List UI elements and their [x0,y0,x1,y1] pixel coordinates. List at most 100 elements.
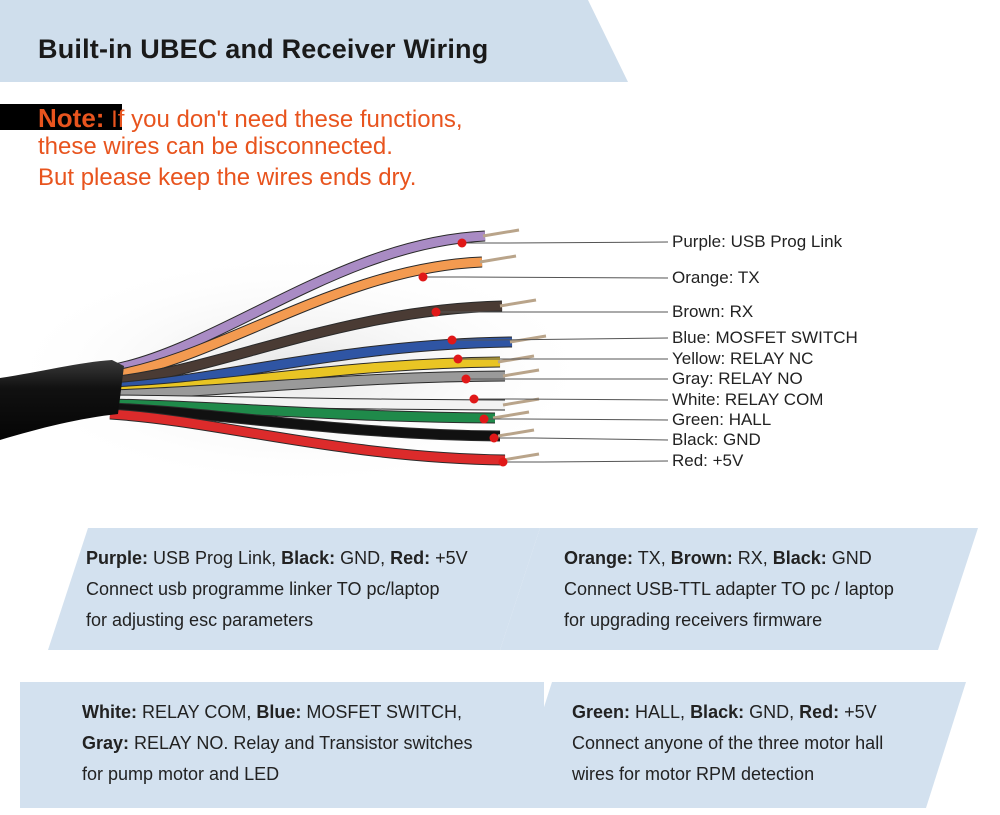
panel-background [20,682,544,808]
panel-text: MOSFET SWITCH, [301,702,463,722]
info-panel-usb-prog: Purple: USB Prog Link, Black: GND, Red: … [48,528,540,650]
leader-red [503,460,669,463]
marker-gray [461,374,471,384]
leader-green [484,418,669,421]
panel-keyword: Black: [772,548,827,568]
marker-black [489,433,499,443]
panel-line2: Connect usb programme linker TO pc/lapto… [86,579,440,599]
panel-line2: Connect anyone of the three motor hall [572,733,884,753]
note-line-1: If you don't need these functions, [104,106,463,133]
wire-label-gray: Gray: RELAY NO [672,369,803,388]
wire-white-tip [502,397,540,407]
note-bar [0,104,122,130]
wire-label-white: White: RELAY COM [672,390,824,409]
wire-label-purple: Purple: USB Prog Link [672,232,843,251]
panel-shape [512,682,966,808]
panel-text: GND, [335,548,391,568]
wire-label-orange: Orange: TX [672,268,760,287]
wire-blue-tip [509,334,547,344]
panel-keyword: Red: [799,702,840,722]
info-panel-hall: Green: HALL, Black: GND, Red: +5V Connect… [512,682,966,808]
wire-purple [109,231,486,375]
panel-keyword: Blue: [256,702,302,722]
panel-keyword: Black: [281,548,336,568]
panel-keyword: Green: [572,702,631,722]
cable-illustration [0,228,669,490]
marker-purple [457,238,467,248]
wire-label-brown: Brown: RX [672,302,754,321]
panel-line1: Green: HALL, Black: GND, Red: +5V [572,702,877,723]
panel-keyword: Red: [390,548,431,568]
panel-text: RELAY NO. Relay and Transistor switches [129,733,473,753]
wire-markers [418,238,508,467]
panel-keyword: Gray: [82,733,130,753]
panel-text: TX, [633,548,671,568]
wire-black-tip [497,428,535,438]
wire-label-yellow: Yellow: RELAY NC [672,349,814,368]
panel-text: USB Prog Link, [148,548,282,568]
panel-line2: Gray: RELAY NO. Relay and Transistor swi… [82,733,473,754]
panel-line1: White: RELAY COM, Blue: MOSFET SWITCH, [82,702,462,723]
wires [109,228,547,466]
leader-white [474,398,669,401]
marker-blue [447,335,457,345]
marker-yellow [453,354,463,364]
wire-gray-tip [502,368,540,378]
panel-keyword: Purple: [86,548,149,568]
wire-green-tip [492,410,530,420]
panel-keyword: White: [82,702,137,722]
panel-shape [500,528,978,650]
marker-brown [431,307,441,317]
panel-line3: for adjusting esc parameters [86,610,314,630]
marker-white [469,394,479,404]
leader-purple [462,241,669,244]
panel-background [48,528,540,650]
wire-red-tip [502,452,540,462]
note-label-text: Note: [38,103,105,133]
panel-keyword: Brown: [670,548,733,568]
wire-gray [109,371,506,400]
wire-label-green: Green: HALL [672,410,772,429]
marker-orange [418,272,428,282]
wire-purple-tip [482,228,520,238]
panel-text: GND, [744,702,800,722]
panel-background [500,528,978,650]
panel-keyword: Orange: [564,548,634,568]
wire-black [109,403,501,441]
note-line-3: But please keep the wires ends dry. [38,164,417,191]
panel-text: HALL, [630,702,691,722]
panel-text: GND [826,548,872,568]
marker-green [479,414,489,424]
panel-text: +5V [430,548,468,568]
wire-label-red: Red: +5V [672,451,744,470]
wire-orange-tip [479,254,517,264]
label-leaders [423,241,669,463]
page-title: Built-in UBEC and Receiver Wiring [38,34,489,64]
note-label: Note: If you don't need these functions, [38,103,463,134]
panel-text: RELAY COM, [136,702,257,722]
panel-background [512,682,966,808]
wire-label-black: Black: GND [672,430,761,449]
wire-label-blue: Blue: MOSFET SWITCH [672,328,858,347]
wire-orange [109,257,483,381]
panel-line2: Connect USB-TTL adapter TO pc / laptop [564,579,894,599]
title-banner [0,0,628,82]
panel-text: +5V [839,702,877,722]
note-line-2: these wires can be disconnected. [38,133,393,160]
info-panel-firmware: Orange: TX, Brown: RX, Black: GND Connect… [500,528,978,650]
leader-blue [452,337,669,341]
leader-orange [423,276,669,279]
panel-text: RX, [732,548,773,568]
panel-line1: Orange: TX, Brown: RX, Black: GND [564,548,872,569]
panel-line3: for upgrading receivers firmware [564,610,823,630]
wire-red [109,409,506,465]
info-panel-relay: White: RELAY COM, Blue: MOSFET SWITCH, Gr… [20,682,544,808]
panel-keyword: Black: [690,702,745,722]
panel-line3: for pump motor and LED [82,764,280,784]
panel-shape [48,528,540,650]
wire-brown-tip [499,298,537,308]
leader-black [494,437,669,441]
panel-shape [20,682,544,808]
panel-line1: Purple: USB Prog Link, Black: GND, Red: … [86,548,468,569]
